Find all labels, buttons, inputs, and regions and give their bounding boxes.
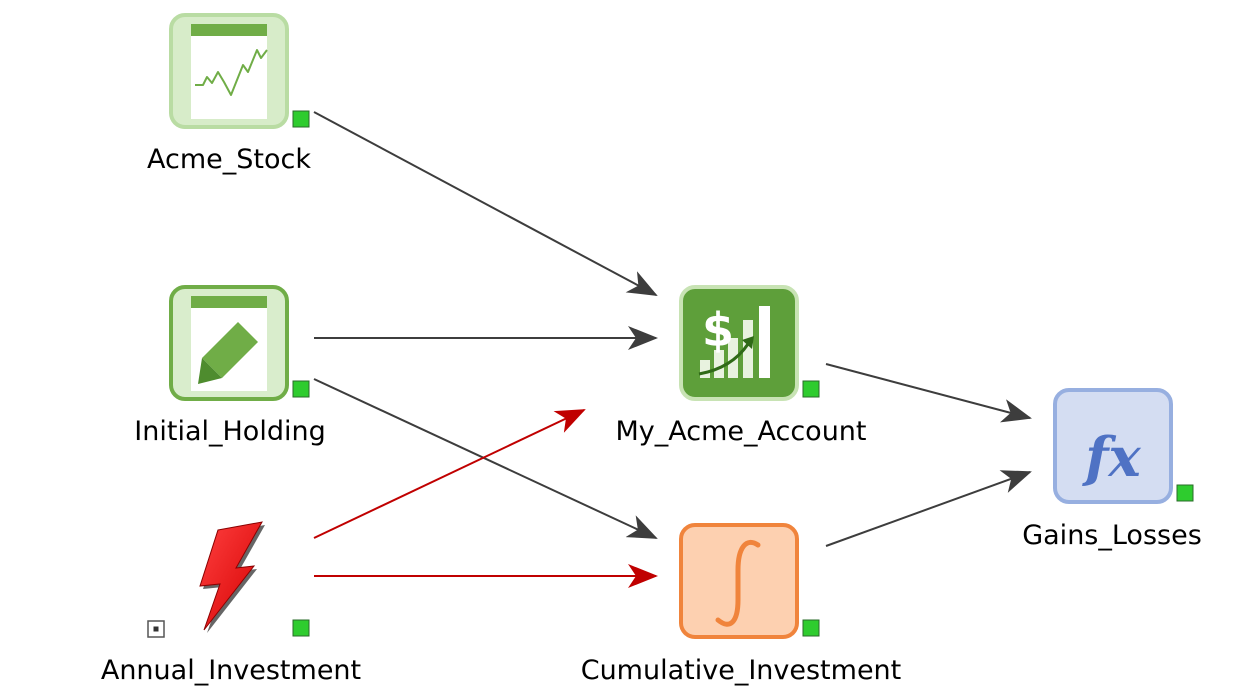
svg-text:$: $ xyxy=(702,303,734,357)
status-indicator xyxy=(802,380,820,398)
function-fx-icon: fx xyxy=(1053,388,1173,504)
node-cumulative-investment[interactable]: Cumulative_Investment xyxy=(581,523,902,686)
status-indicator xyxy=(292,110,310,128)
pencil-edit-icon xyxy=(169,285,289,401)
link-acme-stock-to-my-acme-account[interactable] xyxy=(313,111,658,296)
status-indicator xyxy=(802,619,820,637)
link-my-acme-account-to-gains-losses[interactable] xyxy=(825,363,1032,423)
integral-icon xyxy=(679,523,799,639)
node-label-acme-stock: Acme_Stock xyxy=(147,144,311,175)
event-marker-icon xyxy=(147,620,165,638)
node-initial-holding[interactable]: Initial_Holding xyxy=(134,285,326,447)
status-indicator xyxy=(1176,484,1194,502)
node-label-gains-losses: Gains_Losses xyxy=(1022,520,1202,551)
link-annual-investment-to-my-acme-account[interactable] xyxy=(313,409,586,539)
status-indicator xyxy=(292,619,310,637)
node-annual-investment[interactable]: Annual_Investment xyxy=(101,521,361,686)
node-label-cumulative-investment: Cumulative_Investment xyxy=(581,655,902,686)
node-my-acme-account[interactable]: $ My_Acme_Account xyxy=(615,285,867,447)
link-initial-holding-to-cumulative-investment[interactable] xyxy=(313,378,658,539)
node-label-my-acme-account: My_Acme_Account xyxy=(615,416,866,447)
node-gains-losses[interactable]: fx Gains_Losses xyxy=(1022,388,1202,551)
links xyxy=(313,111,1032,588)
node-label-initial-holding: Initial_Holding xyxy=(134,416,325,447)
status-indicator xyxy=(292,380,310,398)
node-acme-stock[interactable]: Acme_Stock xyxy=(147,13,311,175)
function-fx-glyph: fx xyxy=(1081,425,1141,489)
lightning-bolt-icon xyxy=(199,521,265,633)
node-label-annual-investment: Annual_Investment xyxy=(101,655,361,686)
time-series-chart-icon xyxy=(169,13,289,129)
dollar-growth-chart-icon: $ xyxy=(679,285,799,401)
link-cumulative-investment-to-gains-losses[interactable] xyxy=(825,470,1032,547)
